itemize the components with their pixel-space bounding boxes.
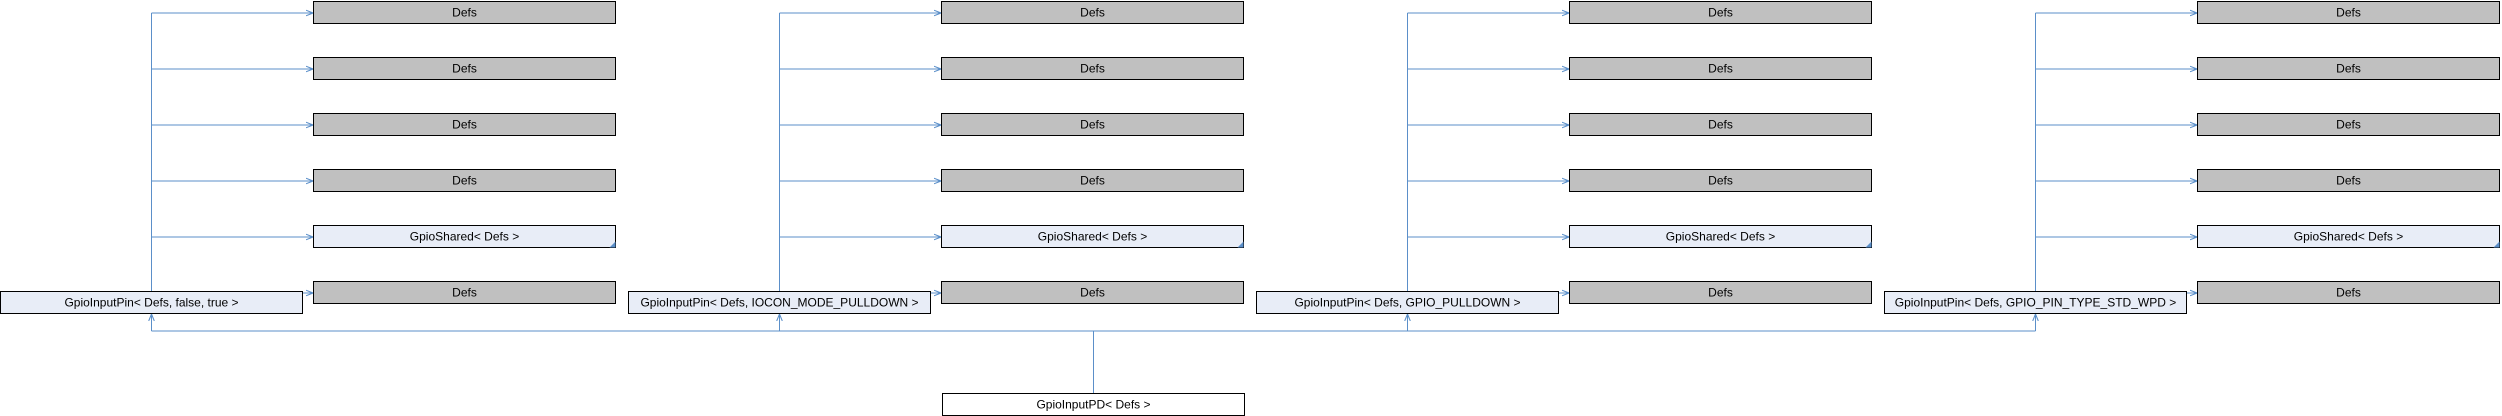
parent-class-0-label: GpioInputPin< Defs, false, true > — [64, 296, 238, 310]
base-class-defs-1-0-label: Defs — [1080, 6, 1105, 20]
base-class-defs-2-2-label: Defs — [1708, 118, 1733, 132]
base-class-defs-3-0[interactable]: Defs — [2197, 1, 2500, 24]
base-class-defs-1-2[interactable]: Defs — [941, 113, 1244, 136]
base-class-gpioshared-1-label: GpioShared< Defs > — [1038, 230, 1147, 244]
base-class-gpioshared-2-label: GpioShared< Defs > — [1666, 230, 1775, 244]
parent-class-0[interactable]: GpioInputPin< Defs, false, true > — [0, 291, 303, 314]
base-class-defs-2-5-label: Defs — [1708, 286, 1733, 300]
base-class-defs-3-0-label: Defs — [2336, 6, 2361, 20]
base-class-defs-2-5[interactable]: Defs — [1569, 281, 1872, 304]
base-class-defs-3-1-label: Defs — [2336, 62, 2361, 76]
base-class-gpioshared-3-label: GpioShared< Defs > — [2294, 230, 2403, 244]
base-class-defs-1-3[interactable]: Defs — [941, 169, 1244, 192]
base-class-defs-0-2-label: Defs — [452, 118, 477, 132]
base-class-defs-2-1-label: Defs — [1708, 62, 1733, 76]
base-class-defs-3-2[interactable]: Defs — [2197, 113, 2500, 136]
base-class-defs-0-2[interactable]: Defs — [313, 113, 616, 136]
root-class-label: GpioInputPD< Defs > — [1036, 398, 1150, 412]
base-class-gpioshared-0[interactable]: GpioShared< Defs > — [313, 225, 616, 248]
parent-class-3[interactable]: GpioInputPin< Defs, GPIO_PIN_TYPE_STD_WP… — [1884, 291, 2187, 314]
base-class-defs-3-1[interactable]: Defs — [2197, 57, 2500, 80]
parent-class-2-label: GpioInputPin< Defs, GPIO_PULLDOWN > — [1294, 296, 1520, 310]
base-class-defs-1-1[interactable]: Defs — [941, 57, 1244, 80]
base-class-defs-2-1[interactable]: Defs — [1569, 57, 1872, 80]
base-class-defs-3-5-label: Defs — [2336, 286, 2361, 300]
parent-class-1[interactable]: GpioInputPin< Defs, IOCON_MODE_PULLDOWN … — [628, 291, 931, 314]
base-class-defs-1-2-label: Defs — [1080, 118, 1105, 132]
base-class-defs-2-3-label: Defs — [1708, 174, 1733, 188]
base-class-gpioshared-2[interactable]: GpioShared< Defs > — [1569, 225, 1872, 248]
base-class-defs-1-3-label: Defs — [1080, 174, 1105, 188]
base-class-defs-0-5[interactable]: Defs — [313, 281, 616, 304]
base-class-defs-0-1[interactable]: Defs — [313, 57, 616, 80]
base-class-defs-3-3-label: Defs — [2336, 174, 2361, 188]
base-class-gpioshared-0-label: GpioShared< Defs > — [410, 230, 519, 244]
base-class-gpioshared-3[interactable]: GpioShared< Defs > — [2197, 225, 2500, 248]
parent-class-3-label: GpioInputPin< Defs, GPIO_PIN_TYPE_STD_WP… — [1895, 296, 2176, 310]
base-class-defs-3-3[interactable]: Defs — [2197, 169, 2500, 192]
base-class-defs-0-0-label: Defs — [452, 6, 477, 20]
root-class[interactable]: GpioInputPD< Defs > — [942, 393, 1245, 416]
base-class-defs-3-2-label: Defs — [2336, 118, 2361, 132]
base-class-defs-0-5-label: Defs — [452, 286, 477, 300]
base-class-defs-1-5-label: Defs — [1080, 286, 1105, 300]
base-class-defs-0-1-label: Defs — [452, 62, 477, 76]
base-class-defs-0-3[interactable]: Defs — [313, 169, 616, 192]
base-class-defs-2-0-label: Defs — [1708, 6, 1733, 20]
base-class-defs-0-0[interactable]: Defs — [313, 1, 616, 24]
base-class-defs-0-3-label: Defs — [452, 174, 477, 188]
parent-class-2[interactable]: GpioInputPin< Defs, GPIO_PULLDOWN > — [1256, 291, 1559, 314]
base-class-defs-2-2[interactable]: Defs — [1569, 113, 1872, 136]
base-class-defs-1-1-label: Defs — [1080, 62, 1105, 76]
parent-class-1-label: GpioInputPin< Defs, IOCON_MODE_PULLDOWN … — [640, 296, 918, 310]
base-class-defs-2-3[interactable]: Defs — [1569, 169, 1872, 192]
base-class-gpioshared-1[interactable]: GpioShared< Defs > — [941, 225, 1244, 248]
base-class-defs-2-0[interactable]: Defs — [1569, 1, 1872, 24]
base-class-defs-1-0[interactable]: Defs — [941, 1, 1244, 24]
base-class-defs-3-5[interactable]: Defs — [2197, 281, 2500, 304]
base-class-defs-1-5[interactable]: Defs — [941, 281, 1244, 304]
